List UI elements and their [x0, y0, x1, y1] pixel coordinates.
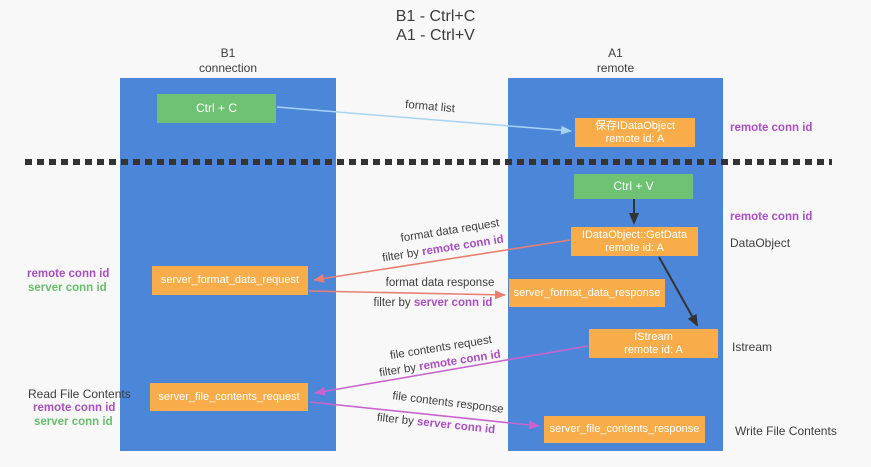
- filter-prefix: filter by: [378, 361, 421, 380]
- ctrl-c-node: Ctrl + C: [157, 94, 276, 123]
- remote-conn-id-annotation-format: remote conn id: [27, 268, 110, 280]
- lifeline-left-name: B1: [220, 46, 236, 60]
- server-file-contents-request-node: server_file_contents_request: [150, 383, 308, 411]
- write-file-contents-annotation: Write File Contents: [735, 424, 837, 438]
- server-file-contents-response-node: server_file_contents_response: [544, 416, 705, 443]
- remote-conn-id-annotation-file: remote conn id: [33, 402, 116, 414]
- ctrl-c-label: Ctrl + C: [195, 101, 237, 115]
- format-response-label: server_format_data_response: [513, 286, 661, 299]
- getdata-line1: IDataObject::GetData: [581, 228, 688, 241]
- lifeline-left-subtitle: connection: [198, 61, 258, 75]
- file-request-label: server_file_contents_request: [158, 390, 300, 403]
- save-idataobject-node: 保存IDataObject remote id: A: [575, 118, 695, 147]
- format-data-response-arrow: [308, 290, 506, 300]
- read-file-contents-annotation: Read File Contents: [28, 387, 131, 401]
- filter-prefix: filter by: [373, 297, 414, 309]
- save-idataobject-line2: remote id: A: [605, 132, 665, 145]
- dataobject-annotation: DataObject: [730, 236, 791, 250]
- phase-divider-dashed-line: [25, 159, 832, 165]
- diagram-title: B1 - Ctrl+C A1 - Ctrl+V: [0, 7, 871, 45]
- lifeline-right-subtitle: remote: [596, 61, 635, 75]
- istream-annotation: Istream: [732, 340, 773, 354]
- filter-id-server-conn: server conn id: [416, 416, 496, 437]
- server-format-data-request-node: server_format_data_request: [152, 266, 308, 295]
- file-response-label: server_file_contents_response: [549, 423, 700, 435]
- ctrl-v-label: Ctrl + V: [613, 179, 654, 193]
- lifeline-left-header: B1 connection: [120, 46, 336, 76]
- filter-id-server-conn: server conn id: [413, 297, 493, 309]
- lifeline-right-header: A1 remote: [508, 46, 723, 76]
- istream-line1: IStream: [634, 330, 673, 343]
- title-line-1: B1 - Ctrl+C: [395, 8, 476, 25]
- istream-node: IStream remote id: A: [589, 329, 718, 358]
- idataobject-getdata-node: IDataObject::GetData remote id: A: [571, 227, 698, 256]
- filter-prefix: filter by: [381, 246, 424, 265]
- save-idataobject-line1: 保存IDataObject: [594, 119, 676, 132]
- istream-line2: remote id: A: [624, 343, 683, 356]
- server-conn-id-annotation-file: server conn id: [34, 416, 113, 428]
- file-contents-response-arrow-label: file contents response: [391, 390, 505, 416]
- ctrl-v-node: Ctrl + V: [574, 174, 693, 199]
- server-conn-id-annotation-format: server conn id: [28, 282, 107, 294]
- file-contents-response-filter-label: filter by server conn id: [376, 412, 495, 436]
- remote-conn-id-annotation-top: remote conn id: [730, 122, 813, 134]
- filter-prefix: filter by: [376, 411, 418, 428]
- title-line-2: A1 - Ctrl+V: [396, 27, 475, 44]
- server-format-data-response-node: server_format_data_response: [509, 279, 665, 307]
- format-data-response-filter-label: filter by server conn id: [374, 297, 493, 309]
- format-request-label: server_format_data_request: [160, 274, 300, 286]
- remote-conn-id-annotation-mid: remote conn id: [730, 211, 813, 223]
- getdata-line2: remote id: A: [605, 241, 664, 254]
- lifeline-right-name: A1: [608, 46, 623, 60]
- format-data-response-arrow-label: format data response: [385, 277, 495, 289]
- format-list-arrow-label: format list: [404, 98, 456, 116]
